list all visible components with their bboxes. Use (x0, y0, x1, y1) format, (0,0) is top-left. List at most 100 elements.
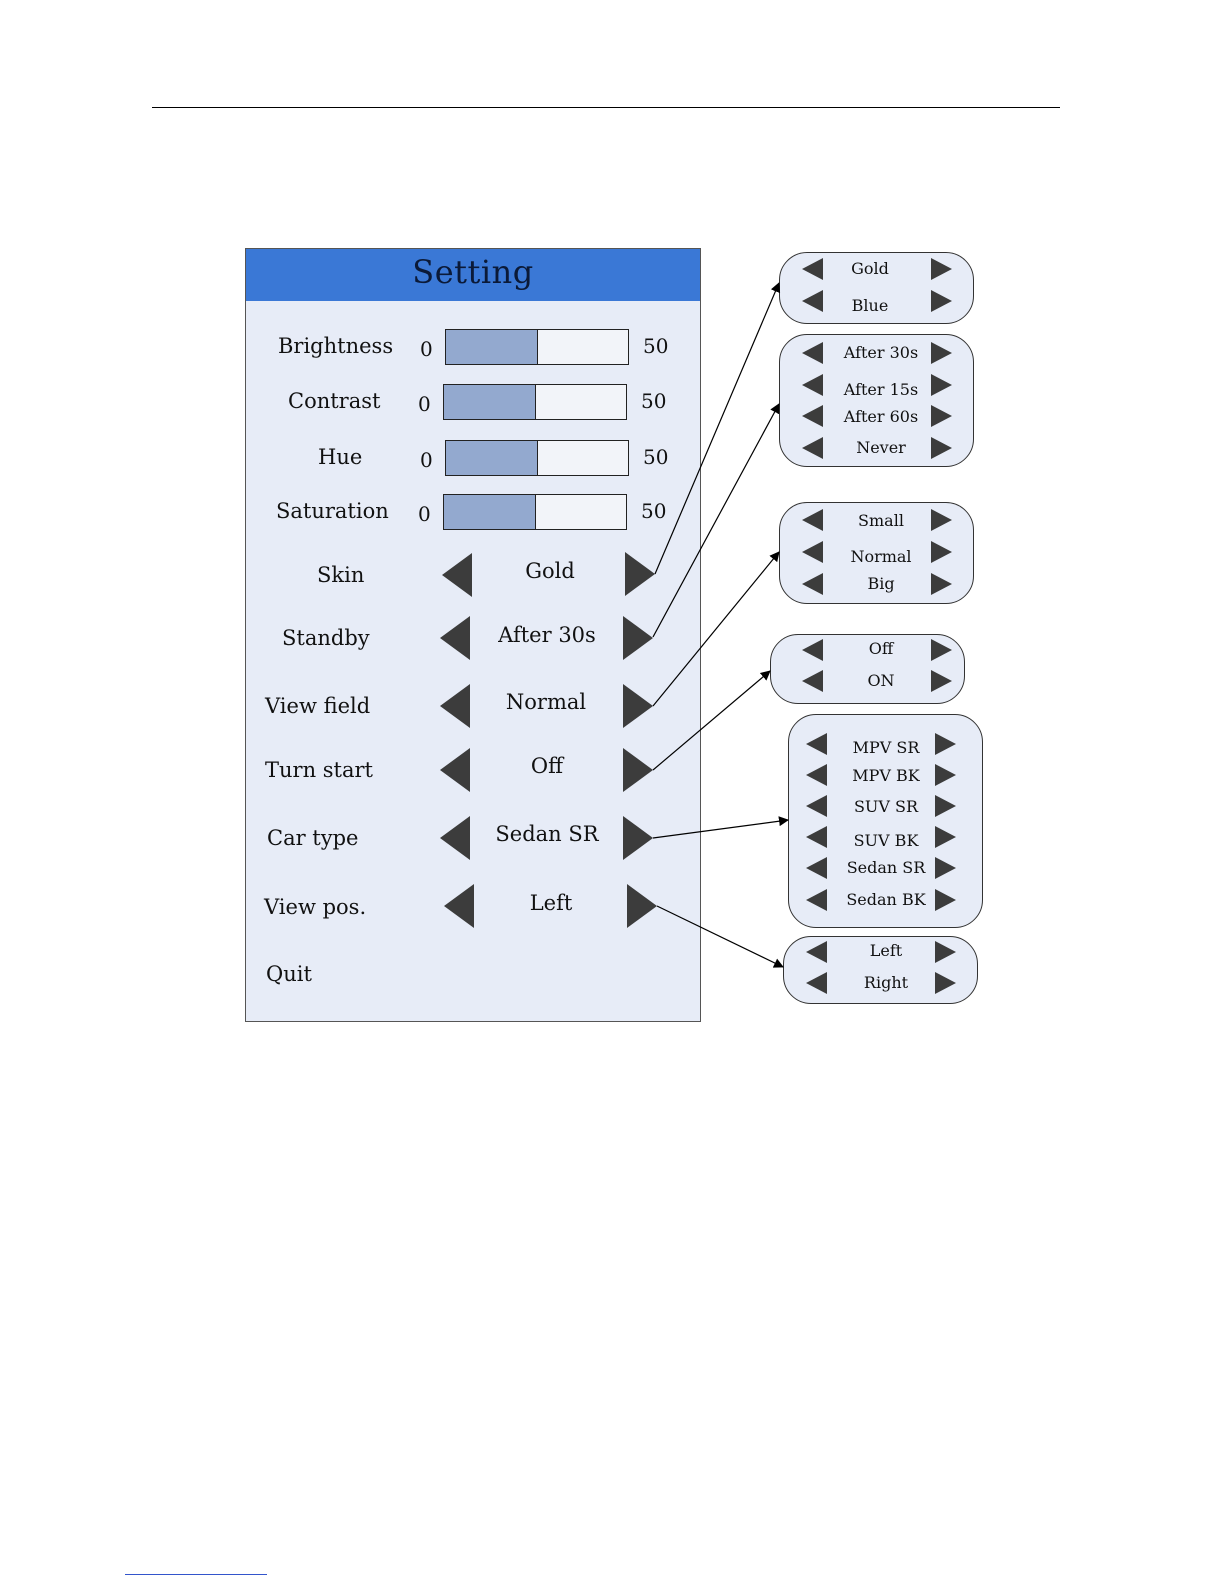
footer-link-underline (125, 1574, 267, 1575)
brightness-label: Brightness (278, 334, 393, 358)
car-type-option: SUV BK (831, 831, 941, 850)
skin-next-icon[interactable] (625, 552, 655, 596)
standby-prev-icon[interactable] (440, 616, 470, 660)
view-pos-next-icon[interactable] (627, 884, 657, 928)
hue-max: 50 (643, 445, 668, 469)
saturation-slider[interactable] (443, 494, 627, 530)
skin-value: Gold (480, 559, 620, 583)
view-field-option-prev-icon[interactable] (802, 509, 823, 531)
car-type-label: Car type (267, 826, 358, 850)
view-pos-option: Right (831, 973, 941, 992)
contrast-fill (444, 385, 536, 419)
standby-option-next-icon[interactable] (931, 374, 952, 396)
view-field-option: Small (826, 511, 936, 530)
view-field-option-next-icon[interactable] (931, 541, 952, 563)
view-field-option-next-icon[interactable] (931, 573, 952, 595)
standby-next-icon[interactable] (623, 616, 653, 660)
car-type-option-next-icon[interactable] (935, 733, 956, 755)
turn-start-option: ON (826, 671, 936, 690)
standby-option-prev-icon[interactable] (802, 374, 823, 396)
standby-option: Never (826, 438, 936, 457)
car-type-option-next-icon[interactable] (935, 826, 956, 848)
car-type-option: MPV BK (831, 766, 941, 785)
skin-option: Gold (815, 259, 925, 278)
skin-prev-icon[interactable] (442, 553, 472, 597)
car-type-prev-icon[interactable] (440, 816, 470, 860)
car-type-option-prev-icon[interactable] (806, 826, 827, 848)
car-type-option-next-icon[interactable] (935, 857, 956, 879)
skin-option-next-icon[interactable] (931, 290, 952, 312)
skin-option: Blue (815, 296, 925, 315)
saturation-label: Saturation (276, 499, 389, 523)
standby-option-prev-icon[interactable] (802, 437, 823, 459)
car-type-option-prev-icon[interactable] (806, 795, 827, 817)
view-field-value: Normal (476, 690, 616, 714)
view-field-next-icon[interactable] (623, 684, 653, 728)
standby-option: After 30s (826, 343, 936, 362)
standby-option-next-icon[interactable] (931, 405, 952, 427)
car-type-option: Sedan BK (831, 890, 941, 909)
contrast-label: Contrast (288, 389, 380, 413)
standby-option-prev-icon[interactable] (802, 342, 823, 364)
quit-button[interactable]: Quit (266, 962, 312, 986)
car-type-option-prev-icon[interactable] (806, 857, 827, 879)
view-pos-label: View pos. (264, 895, 366, 919)
standby-label: Standby (282, 626, 370, 650)
turn-start-option: Off (826, 639, 936, 658)
panel-header: Setting (246, 249, 700, 301)
car-type-option: SUV SR (831, 797, 941, 816)
hue-label: Hue (318, 445, 362, 469)
view-field-option-prev-icon[interactable] (802, 541, 823, 563)
car-type-option-prev-icon[interactable] (806, 764, 827, 786)
standby-option-prev-icon[interactable] (802, 405, 823, 427)
brightness-min: 0 (420, 337, 433, 361)
brightness-max: 50 (643, 334, 668, 358)
brightness-slider[interactable] (445, 329, 629, 365)
view-pos-option-next-icon[interactable] (935, 972, 956, 994)
view-pos-option: Left (831, 941, 941, 960)
car-type-option-next-icon[interactable] (935, 795, 956, 817)
turn-start-option-next-icon[interactable] (931, 639, 952, 661)
turn-start-option-prev-icon[interactable] (802, 639, 823, 661)
turn-start-value: Off (477, 754, 617, 778)
view-pos-option-prev-icon[interactable] (806, 972, 827, 994)
car-type-option-next-icon[interactable] (935, 764, 956, 786)
car-type-value: Sedan SR (477, 822, 617, 846)
turn-start-option-prev-icon[interactable] (802, 670, 823, 692)
saturation-min: 0 (418, 502, 431, 526)
turn-start-next-icon[interactable] (623, 748, 653, 792)
car-type-next-icon[interactable] (623, 816, 653, 860)
view-field-option: Normal (826, 547, 936, 566)
hue-slider[interactable] (445, 440, 629, 476)
view-field-label: View field (265, 694, 370, 718)
view-pos-option-next-icon[interactable] (935, 941, 956, 963)
standby-option-next-icon[interactable] (931, 437, 952, 459)
turn-start-label: Turn start (265, 758, 373, 782)
saturation-fill (444, 495, 536, 529)
view-field-option-next-icon[interactable] (931, 509, 952, 531)
view-pos-option-prev-icon[interactable] (806, 941, 827, 963)
view-field-prev-icon[interactable] (440, 684, 470, 728)
top-rule (152, 107, 1060, 108)
contrast-slider[interactable] (443, 384, 627, 420)
view-pos-value: Left (481, 891, 621, 915)
contrast-min: 0 (418, 392, 431, 416)
car-type-option: Sedan SR (831, 858, 941, 877)
panel-title: Setting (246, 253, 700, 291)
standby-option-next-icon[interactable] (931, 342, 952, 364)
turn-start-option-next-icon[interactable] (931, 670, 952, 692)
car-type-option-prev-icon[interactable] (806, 889, 827, 911)
car-type-option-prev-icon[interactable] (806, 733, 827, 755)
hue-fill (446, 441, 538, 475)
turn-start-prev-icon[interactable] (440, 748, 470, 792)
view-pos-prev-icon[interactable] (444, 884, 474, 928)
hue-min: 0 (420, 448, 433, 472)
standby-option: After 60s (826, 407, 936, 426)
standby-value: After 30s (477, 623, 617, 647)
standby-option: After 15s (826, 380, 936, 399)
contrast-max: 50 (641, 389, 666, 413)
view-field-option-prev-icon[interactable] (802, 573, 823, 595)
car-type-option-next-icon[interactable] (935, 889, 956, 911)
skin-label: Skin (317, 563, 364, 587)
skin-option-next-icon[interactable] (931, 258, 952, 280)
